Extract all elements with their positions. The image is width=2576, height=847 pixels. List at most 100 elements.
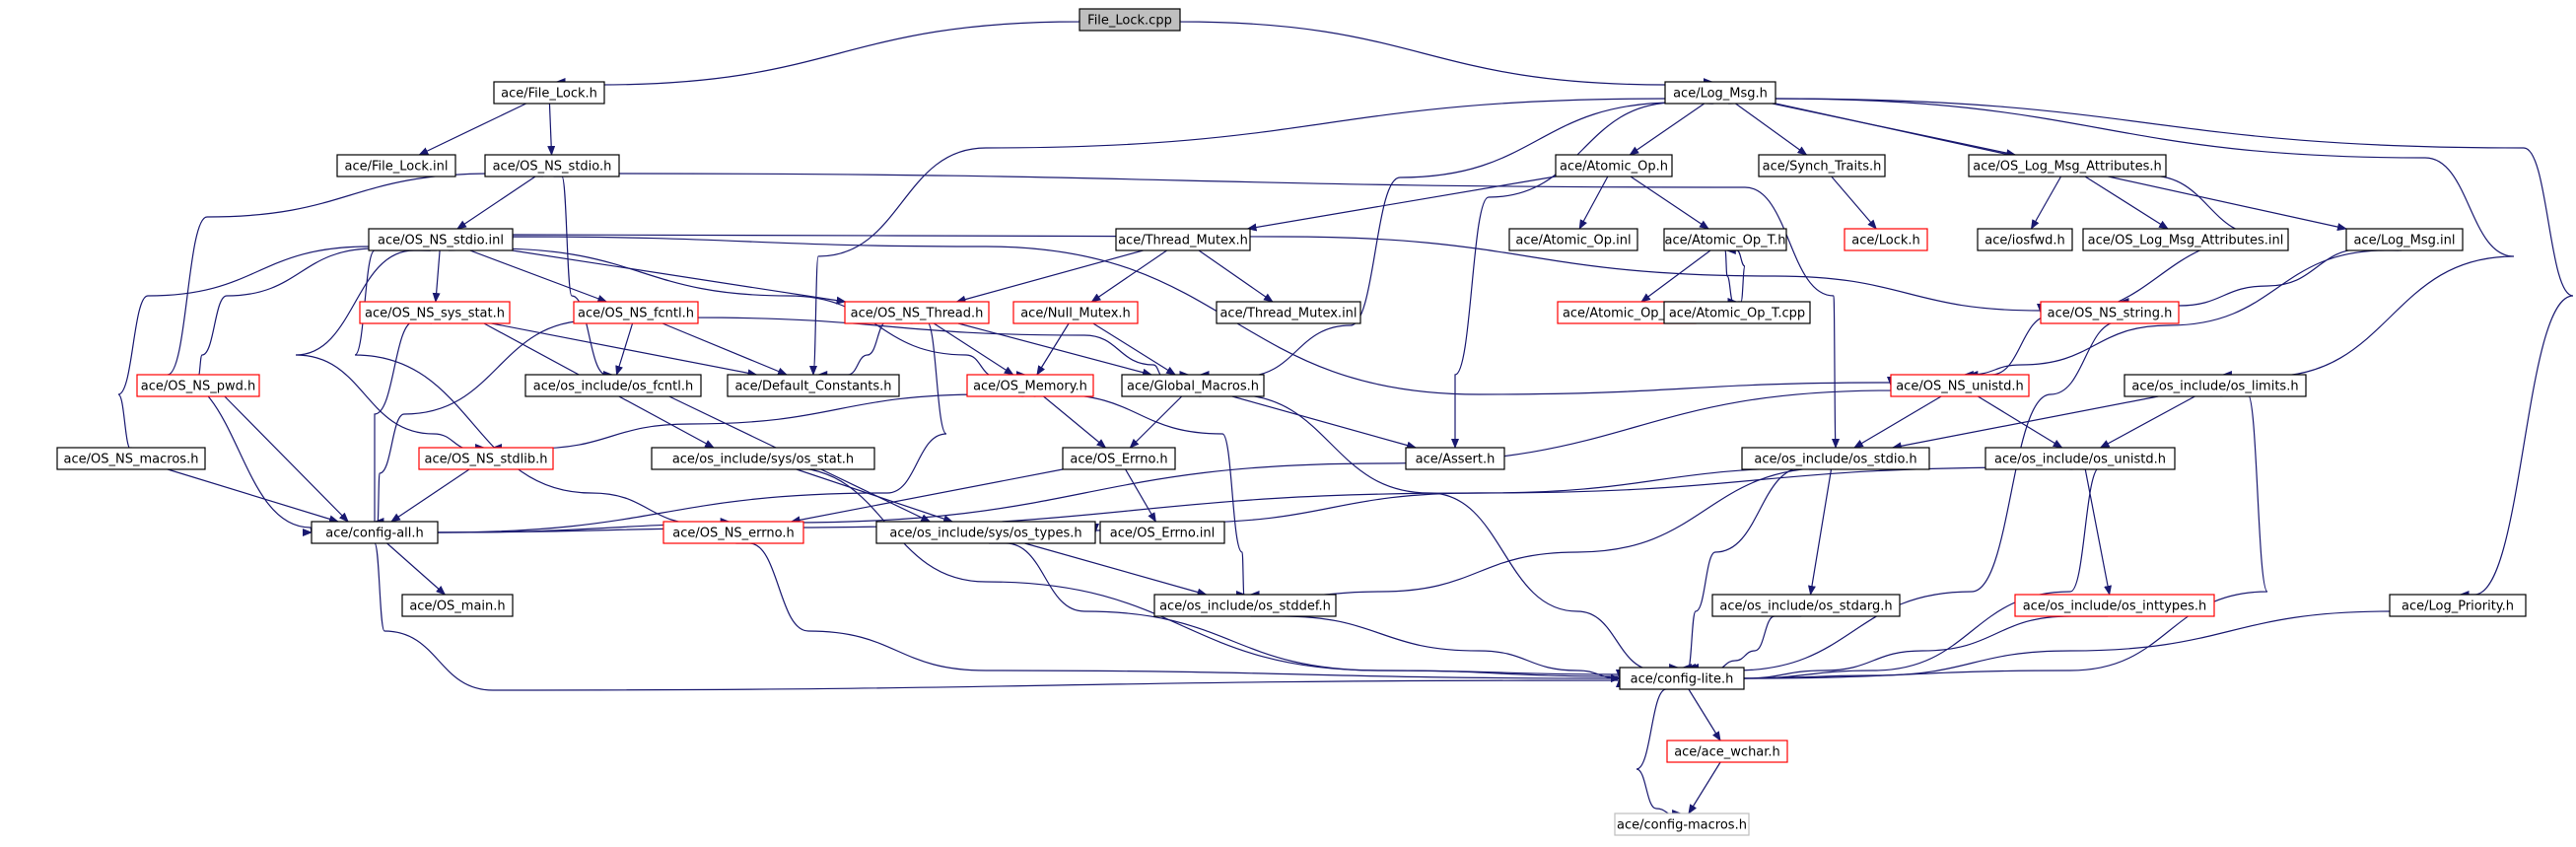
node-box[interactable] — [1405, 447, 1505, 470]
graph-node-n5[interactable]: ace/Atomic_Op.h — [1555, 154, 1673, 177]
node-box[interactable] — [1216, 301, 1361, 324]
node-box[interactable] — [56, 447, 206, 470]
node-box[interactable] — [336, 154, 456, 177]
node-box[interactable] — [727, 374, 900, 397]
node-box[interactable] — [1664, 81, 1776, 105]
node-box[interactable] — [311, 521, 439, 544]
graph-node-n45[interactable]: ace/os_include/os_inttypes.h — [2014, 594, 2215, 617]
graph-node-n13[interactable]: ace/iosfwd.h — [1977, 228, 2073, 251]
graph-node-n14[interactable]: ace/OS_Log_Msg_Attributes.inl — [2082, 228, 2289, 251]
graph-node-n32[interactable]: ace/OS_NS_stdlib.h — [418, 447, 554, 470]
graph-node-n28[interactable]: ace/Global_Macros.h — [1121, 374, 1265, 397]
node-box[interactable] — [1968, 154, 2167, 177]
node-box[interactable] — [1062, 447, 1176, 470]
node-box[interactable] — [1844, 228, 1928, 251]
node-box[interactable] — [844, 301, 990, 324]
node-box[interactable] — [1614, 812, 1750, 836]
graph-node-n34[interactable]: ace/OS_Errno.h — [1062, 447, 1176, 470]
graph-node-n2[interactable]: ace/Log_Msg.h — [1664, 81, 1776, 105]
graph-node-n20[interactable]: ace/Thread_Mutex.inl — [1216, 301, 1361, 324]
graph-node-n43[interactable]: ace/os_include/os_stddef.h — [1153, 594, 1337, 617]
node-box[interactable] — [359, 301, 511, 324]
node-box[interactable] — [2123, 374, 2307, 397]
graph-node-n42[interactable]: ace/OS_main.h — [401, 594, 514, 617]
graph-node-n41[interactable]: ace/OS_Errno.inl — [1099, 521, 1225, 544]
node-box[interactable] — [2040, 301, 2180, 324]
graph-node-n22[interactable]: ace/Atomic_Op_T.cpp — [1663, 301, 1811, 324]
graph-node-n15[interactable]: ace/Log_Msg.inl — [2345, 228, 2464, 251]
node-box[interactable] — [651, 447, 875, 470]
node-box[interactable] — [662, 521, 804, 544]
node-box[interactable] — [1555, 154, 1673, 177]
node-box[interactable] — [1508, 228, 1638, 251]
node-box[interactable] — [573, 301, 699, 324]
graph-node-n11[interactable]: ace/Atomic_Op_T.h — [1663, 228, 1787, 251]
graph-node-n29[interactable]: ace/OS_NS_unistd.h — [1890, 374, 2030, 397]
node-box[interactable] — [1079, 8, 1181, 32]
graph-node-n44[interactable]: ace/os_include/os_stdarg.h — [1711, 594, 1901, 617]
graph-node-n23[interactable]: ace/OS_NS_string.h — [2040, 301, 2180, 324]
node-label: ace/Atomic_Op_T.h — [1665, 234, 1786, 248]
node-box[interactable] — [1666, 740, 1788, 763]
graph-node-n18[interactable]: ace/OS_NS_Thread.h — [844, 301, 990, 324]
graph-node-n24[interactable]: ace/OS_NS_pwd.h — [136, 374, 260, 397]
graph-node-n37[interactable]: ace/os_include/os_unistd.h — [1984, 447, 2176, 470]
graph-node-n47[interactable]: ace/config-lite.h — [1619, 667, 1745, 690]
graph-node-n25[interactable]: ace/os_include/os_fcntl.h — [524, 374, 702, 397]
node-box[interactable] — [1099, 521, 1225, 544]
node-box[interactable] — [136, 374, 260, 397]
node-box[interactable] — [1741, 447, 1930, 470]
graph-node-n1[interactable]: ace/File_Lock.h — [493, 81, 605, 105]
graph-node-n38[interactable]: ace/config-all.h — [311, 521, 439, 544]
graph-node-n48[interactable]: ace/ace_wchar.h — [1666, 740, 1788, 763]
node-box[interactable] — [1984, 447, 2176, 470]
graph-node-n19[interactable]: ace/Null_Mutex.h — [1012, 301, 1139, 324]
node-box[interactable] — [401, 594, 514, 617]
graph-node-n3[interactable]: ace/File_Lock.inl — [336, 154, 456, 177]
node-box[interactable] — [1890, 374, 2030, 397]
graph-node-n0[interactable]: File_Lock.cpp — [1079, 8, 1181, 32]
graph-node-n10[interactable]: ace/Atomic_Op.inl — [1508, 228, 1638, 251]
node-box[interactable] — [1711, 594, 1901, 617]
graph-node-n21[interactable]: ace/Atomic_Op_T.inl — [1557, 301, 1697, 324]
node-box[interactable] — [2014, 594, 2215, 617]
node-box[interactable] — [418, 447, 554, 470]
graph-node-n17[interactable]: ace/OS_NS_fcntl.h — [573, 301, 699, 324]
node-box[interactable] — [368, 228, 514, 251]
graph-node-n27[interactable]: ace/OS_Memory.h — [966, 374, 1094, 397]
graph-node-n49[interactable]: ace/config-macros.h — [1614, 812, 1750, 836]
graph-node-n35[interactable]: ace/Assert.h — [1405, 447, 1505, 470]
graph-node-n33[interactable]: ace/os_include/sys/os_stat.h — [651, 447, 875, 470]
node-box[interactable] — [1115, 228, 1251, 251]
graph-node-n12[interactable]: ace/Lock.h — [1844, 228, 1928, 251]
node-box[interactable] — [524, 374, 702, 397]
node-box[interactable] — [2389, 594, 2527, 617]
node-box[interactable] — [2082, 228, 2289, 251]
graph-node-n9[interactable]: ace/Thread_Mutex.h — [1115, 228, 1251, 251]
graph-node-n40[interactable]: ace/os_include/sys/os_types.h — [875, 521, 1096, 544]
node-box[interactable] — [1121, 374, 1265, 397]
node-box[interactable] — [2345, 228, 2464, 251]
node-box[interactable] — [1758, 154, 1886, 177]
node-box[interactable] — [1663, 301, 1811, 324]
node-box[interactable] — [875, 521, 1096, 544]
graph-node-n46[interactable]: ace/Log_Priority.h — [2389, 594, 2527, 617]
graph-node-n39[interactable]: ace/OS_NS_errno.h — [662, 521, 804, 544]
graph-node-n6[interactable]: ace/Synch_Traits.h — [1758, 154, 1886, 177]
graph-node-n30[interactable]: ace/os_include/os_limits.h — [2123, 374, 2307, 397]
node-box[interactable] — [1012, 301, 1139, 324]
graph-node-n4[interactable]: ace/OS_NS_stdio.h — [484, 154, 620, 177]
graph-node-n8[interactable]: ace/OS_NS_stdio.inl — [368, 228, 514, 251]
node-box[interactable] — [493, 81, 605, 105]
graph-node-n16[interactable]: ace/OS_NS_sys_stat.h — [359, 301, 511, 324]
node-box[interactable] — [484, 154, 620, 177]
node-box[interactable] — [1619, 667, 1745, 690]
node-box[interactable] — [1663, 228, 1787, 251]
node-box[interactable] — [1153, 594, 1337, 617]
graph-node-n7[interactable]: ace/OS_Log_Msg_Attributes.h — [1968, 154, 2167, 177]
node-box[interactable] — [966, 374, 1094, 397]
graph-node-n36[interactable]: ace/os_include/os_stdio.h — [1741, 447, 1930, 470]
node-box[interactable] — [1977, 228, 2073, 251]
graph-node-n31[interactable]: ace/OS_NS_macros.h — [56, 447, 206, 470]
graph-node-n26[interactable]: ace/Default_Constants.h — [727, 374, 900, 397]
